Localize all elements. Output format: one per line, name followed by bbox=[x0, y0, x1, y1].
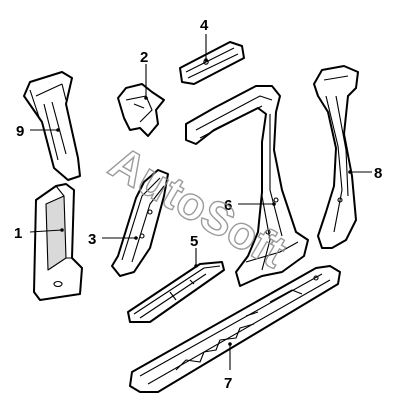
callout-3: 3 bbox=[88, 231, 96, 248]
part-3 bbox=[111, 169, 169, 277]
leader-lines bbox=[29, 34, 372, 370]
callout-7: 7 bbox=[224, 375, 232, 392]
part-1 bbox=[33, 183, 83, 301]
part-6 bbox=[185, 85, 309, 287]
callout-5: 5 bbox=[190, 233, 198, 250]
callout-1: 1 bbox=[14, 225, 22, 242]
callout-6: 6 bbox=[224, 197, 232, 214]
callout-2: 2 bbox=[140, 49, 148, 66]
part-8 bbox=[313, 65, 359, 249]
callout-8: 8 bbox=[374, 165, 382, 182]
callout-9: 9 bbox=[16, 123, 24, 140]
part-2 bbox=[117, 83, 165, 137]
callout-4: 4 bbox=[200, 17, 209, 34]
part-5 bbox=[127, 261, 225, 323]
part-9 bbox=[23, 71, 81, 181]
part-7 bbox=[129, 265, 341, 393]
part-4 bbox=[179, 41, 245, 85]
